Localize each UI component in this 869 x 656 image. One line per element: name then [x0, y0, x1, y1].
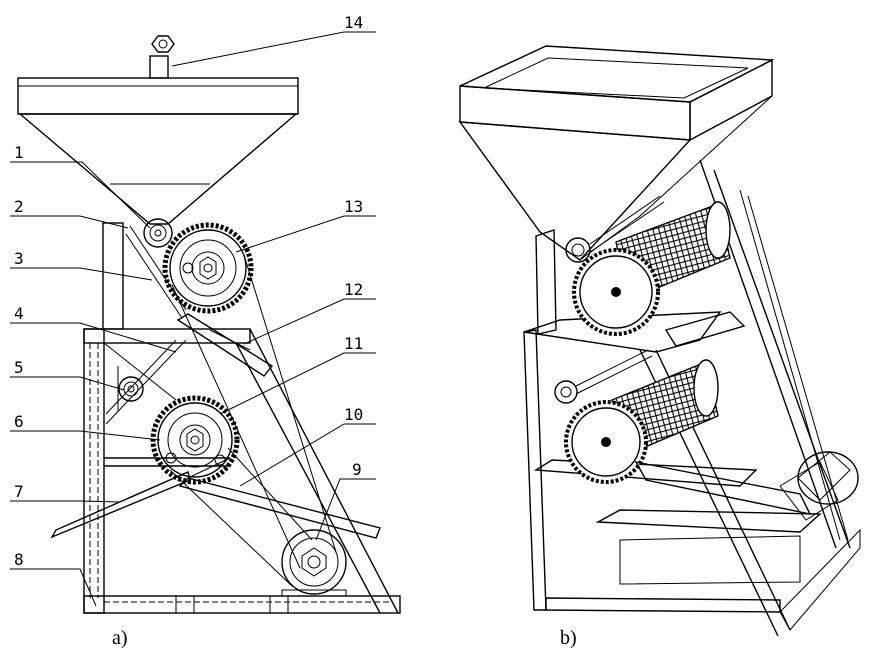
callout-8: 8	[14, 550, 24, 569]
callout-14: 14	[344, 13, 363, 32]
drawing-b: b)	[458, 45, 861, 649]
upper-feeder-roller	[125, 218, 187, 319]
motor-b	[797, 451, 859, 505]
callout-5: 5	[14, 358, 24, 377]
callout-13: 13	[344, 197, 363, 216]
lower-feeder-roller	[105, 339, 187, 425]
callout-3: 3	[14, 249, 24, 268]
upper-drum	[565, 195, 731, 336]
callout-4: 4	[14, 304, 24, 323]
upper-gear-roller	[162, 222, 254, 314]
motor-a	[281, 529, 347, 597]
panel-caption-a: a)	[112, 627, 128, 649]
callout-9: 9	[352, 460, 362, 479]
callout-2: 2	[14, 197, 24, 216]
callout-12: 12	[344, 280, 363, 299]
drive-belts	[169, 254, 337, 587]
lower-gear-roller	[150, 395, 240, 485]
upper-chute-b	[664, 311, 746, 347]
main-frame-a	[83, 328, 401, 614]
callout-11: 11	[344, 334, 363, 353]
lower-drum	[554, 349, 719, 484]
panel-caption-b: b)	[560, 627, 577, 649]
feed-pipe	[149, 35, 175, 79]
lower-chute-b	[634, 461, 839, 521]
upper-post	[102, 222, 124, 330]
lower-chute	[178, 457, 381, 539]
hopper-b	[458, 45, 775, 261]
callout-7: 7	[14, 482, 24, 501]
callout-1: 1	[14, 143, 24, 162]
discharge-tray	[50, 471, 191, 539]
drawing-a: 1 2 3 4 5 6 7 8 9 10 11 12 13 14 a)	[10, 13, 401, 649]
callout-6: 6	[14, 412, 24, 431]
hopper-a	[17, 77, 299, 225]
upper-chute	[176, 313, 274, 377]
callout-10: 10	[344, 405, 363, 424]
leader-lines	[10, 31, 376, 607]
